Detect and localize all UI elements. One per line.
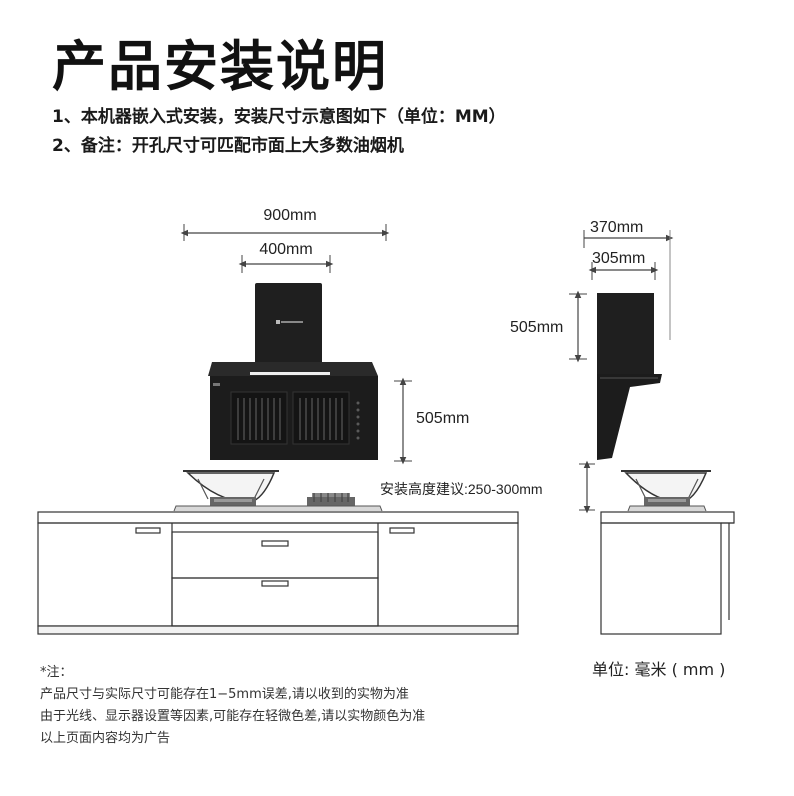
notes-line-3: 以上页面内容均为广告 xyxy=(40,731,171,746)
dim-height-hood: 505mm xyxy=(394,377,469,465)
dim-width-chimney: 400mm xyxy=(238,241,334,273)
wok-side xyxy=(621,470,711,512)
cooktop xyxy=(173,505,383,512)
cabinet-side xyxy=(600,511,735,635)
burner-right xyxy=(307,493,355,506)
notes-line-1: 产品尺寸与实际尺寸可能存在1−5mm误差,请以收到的实物为准 xyxy=(40,687,409,702)
dim-height-hood-label: 505mm xyxy=(416,410,469,427)
filter-grille-left xyxy=(230,391,288,445)
dim-install-height: 安装高度建议:250-300mm xyxy=(380,460,595,514)
filter-grille-right xyxy=(292,391,350,445)
dim-width-total-label: 900mm xyxy=(263,207,316,224)
dim-depth-chimney-label: 305mm xyxy=(592,250,645,267)
notes-line-2: 由于光线、显示器设置等因素,可能存在轻微色差,请以实物颜色为准 xyxy=(40,709,426,724)
dim-height-chimney-label: 505mm xyxy=(510,319,563,336)
dim-depth-total: 370mm xyxy=(583,219,674,340)
unit-label: 单位: 毫米 ( mm ) xyxy=(592,660,726,679)
dim-install-height-label: 安装高度建议:250-300mm xyxy=(380,481,543,497)
intro-line-1: 1、本机器嵌入式安装，安装尺寸示意图如下（单位：MM） xyxy=(52,107,506,127)
range-hood-front xyxy=(208,283,378,460)
dim-width-chimney-label: 400mm xyxy=(259,241,312,258)
brand-logo-icon xyxy=(276,320,280,324)
dim-width-total: 900mm xyxy=(180,207,390,241)
notes-block: *注： 产品尺寸与实际尺寸可能存在1−5mm误差,请以收到的实物为准 由于光线、… xyxy=(40,662,425,750)
cabinet-front xyxy=(37,511,519,635)
page-title: 产品安装说明 xyxy=(52,35,388,98)
intro-line-2: 2、备注：开孔尺寸可匹配市面上大多数油烟机 xyxy=(52,136,404,156)
wok-left xyxy=(183,470,279,506)
dim-depth-total-label: 370mm xyxy=(590,219,643,236)
notes-heading: *注： xyxy=(40,665,73,680)
range-hood-side xyxy=(597,293,662,460)
dim-depth-chimney: 305mm xyxy=(588,250,659,280)
dim-height-chimney: 505mm xyxy=(510,290,587,363)
control-panel-icon xyxy=(356,401,360,440)
